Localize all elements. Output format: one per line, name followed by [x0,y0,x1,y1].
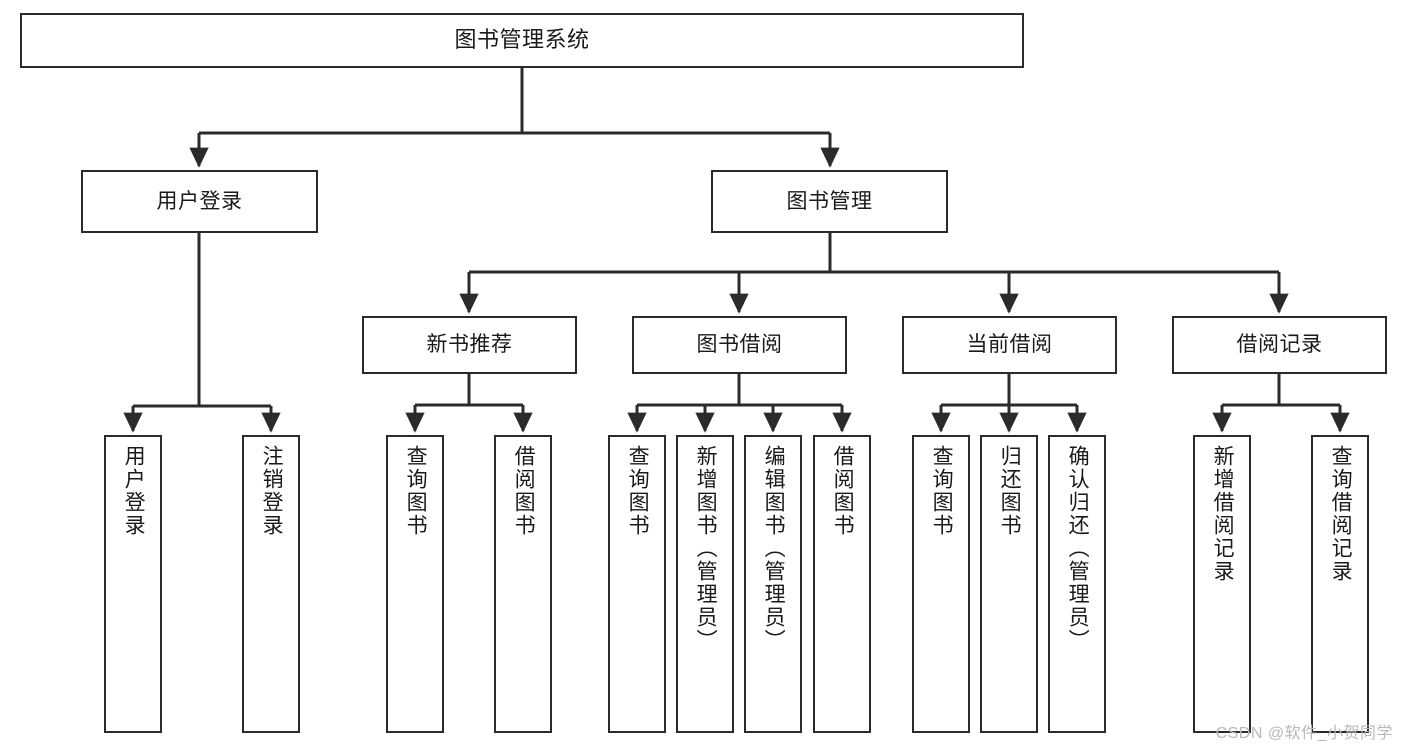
node-current-borrow[interactable]: 当前借阅 [902,316,1117,374]
leaf-borrow-book-1[interactable]: 借阅图书 [494,435,552,733]
leaf-return-book-label: 归还图书 [998,445,1022,537]
leaf-user-login[interactable]: 用户登录 [104,435,162,733]
node-current-borrow-label: 当前借阅 [966,333,1053,357]
leaf-add-record[interactable]: 新增借阅记录 [1193,435,1251,733]
node-borrow-record[interactable]: 借阅记录 [1172,316,1387,374]
leaf-borrow-book-1-label: 借阅图书 [512,445,536,537]
leaf-return-book[interactable]: 归还图书 [980,435,1038,733]
node-borrow-record-label: 借阅记录 [1236,333,1323,357]
leaf-edit-book-label: 编辑图书（管理员） [762,445,786,652]
leaf-borrow-book-2[interactable]: 借阅图书 [813,435,871,733]
node-book-borrow[interactable]: 图书借阅 [632,316,847,374]
leaf-query-book-1-label: 查询图书 [404,445,428,537]
leaf-query-record[interactable]: 查询借阅记录 [1311,435,1369,733]
leaf-user-login-label: 用户登录 [122,445,146,537]
node-book-manage[interactable]: 图书管理 [711,170,948,233]
node-book-borrow-label: 图书借阅 [696,333,783,357]
leaf-logout-login-label: 注销登录 [260,445,284,537]
node-root-label: 图书管理系统 [454,27,590,53]
leaf-query-book-1[interactable]: 查询图书 [386,435,444,733]
leaf-query-book-3-label: 查询图书 [930,445,954,537]
leaf-query-book-2-label: 查询图书 [626,445,650,537]
watermark: CSDN @软件_小贺同学 [1215,725,1393,742]
leaf-confirm-return-label: 确认归还（管理员） [1066,445,1090,652]
leaf-query-record-label: 查询借阅记录 [1329,445,1353,583]
leaf-add-book-label: 新增图书（管理员） [694,445,718,652]
node-new-book-recommend[interactable]: 新书推荐 [362,316,577,374]
leaf-confirm-return[interactable]: 确认归还（管理员） [1048,435,1106,733]
leaf-edit-book[interactable]: 编辑图书（管理员） [744,435,802,733]
leaf-borrow-book-2-label: 借阅图书 [831,445,855,537]
node-book-manage-label: 图书管理 [786,189,873,213]
leaf-add-record-label: 新增借阅记录 [1211,445,1235,583]
leaf-add-book[interactable]: 新增图书（管理员） [676,435,734,733]
leaf-query-book-2[interactable]: 查询图书 [608,435,666,733]
node-user-login[interactable]: 用户登录 [81,170,318,233]
node-new-book-recommend-label: 新书推荐 [426,333,513,357]
node-root[interactable]: 图书管理系统 [20,13,1024,68]
leaf-query-book-3[interactable]: 查询图书 [912,435,970,733]
leaf-logout-login[interactable]: 注销登录 [242,435,300,733]
node-user-login-label: 用户登录 [156,189,243,213]
